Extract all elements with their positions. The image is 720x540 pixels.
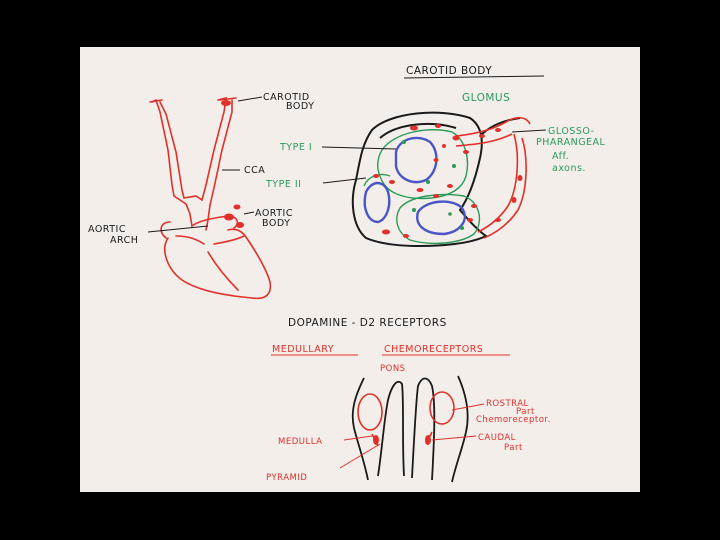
label-aortic-arch-line1: AORTIC	[88, 224, 126, 235]
label-aortic-body-line2: BODY	[262, 218, 290, 229]
label-aortic-arch-line2: ARCH	[110, 235, 138, 246]
medulla-labels: ROSTRAL Part Chemoreceptor. CAUDAL Part …	[266, 399, 551, 483]
chemoreceptor-regions	[358, 392, 454, 446]
pons-label: PONS	[380, 364, 406, 374]
label-aff: Aff.	[552, 151, 569, 162]
chemoreceptor-bodies	[221, 100, 244, 228]
label-pyramid: PYRAMID	[266, 473, 307, 483]
medulla-pointers	[340, 404, 484, 468]
label-glosso: GLOSSO-	[548, 126, 595, 137]
carotid-pointers	[322, 130, 546, 183]
vessel-sketch	[150, 98, 270, 298]
label-caudal-part: Part	[504, 443, 523, 453]
label-medulla: MEDULLA	[278, 437, 322, 447]
medulla-headings: DOPAMINE - D2 RECEPTORS MEDULLARY CHEMOR…	[271, 317, 510, 374]
chemoreceptors-subheading: CHEMORECEPTORS	[384, 344, 483, 355]
label-caudal: CAUDAL	[478, 433, 516, 443]
carotid-body-title: CAROTID BODY	[406, 65, 492, 77]
label-type1: TYPE I	[279, 142, 312, 153]
glomus-label: GLOMUS	[462, 92, 510, 104]
medullary-subheading: MEDULLARY	[272, 344, 334, 355]
dopamine-heading: DOPAMINE - D2 RECEPTORS	[288, 317, 447, 329]
label-cca: CCA	[244, 165, 265, 176]
label-type2: TYPE II	[265, 179, 301, 190]
label-carotid-body-line2: BODY	[286, 101, 314, 112]
label-axons: axons.	[552, 163, 586, 174]
carotid-title-group: CAROTID BODY GLOMUS	[404, 65, 544, 104]
brainstem-outline	[353, 376, 468, 482]
label-chemoreceptor: Chemoreceptor.	[476, 415, 551, 425]
glomus-capsule	[353, 113, 520, 246]
label-pharangeal: PHARANGEAL	[536, 137, 606, 148]
vessel-labels: CAROTID BODY CCA AORTIC BODY AORTIC ARCH	[88, 92, 314, 246]
type1-nuclei	[402, 140, 464, 230]
